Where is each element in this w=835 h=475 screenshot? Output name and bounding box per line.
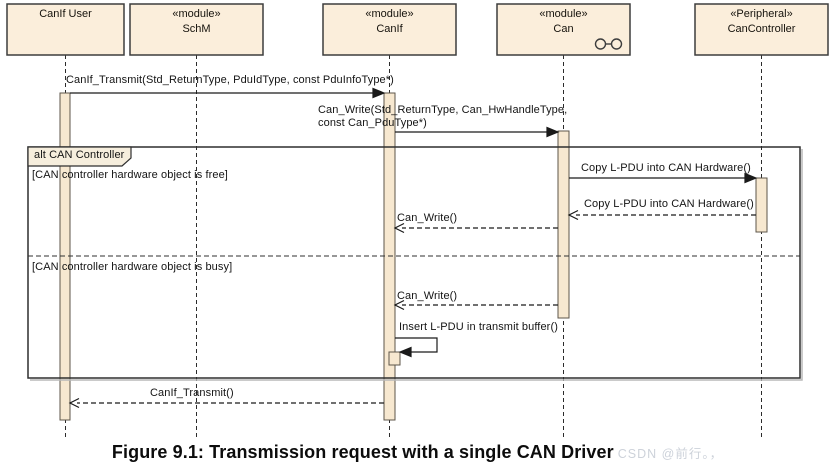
activation-cancontroller <box>755 177 768 233</box>
participant-box-cancontroller <box>694 3 829 56</box>
message-label-insert-lpdu: Insert L-PDU in transmit buffer() <box>399 321 558 333</box>
message-label-copy-lpdu-return: Copy L-PDU into CAN Hardware() <box>584 198 754 210</box>
message-label-can-write-line1: Can_Write(Std_ReturnType, Can_HwHandleTy… <box>318 104 568 116</box>
fragment-border <box>27 146 801 379</box>
interface-link-icon <box>594 38 623 50</box>
messages <box>68 87 758 409</box>
participant-label-canif-user: CanIf User <box>7 7 124 22</box>
participant-name: SchM <box>182 23 211 35</box>
participant-stereotype: «module» <box>365 8 414 20</box>
activation-canif-nested <box>388 351 401 366</box>
arrow-copy-lpdu-return <box>567 209 756 221</box>
message-label-can-write: Can_Write(Std_ReturnType, Can_HwHandleTy… <box>318 104 567 130</box>
participant-name: Can <box>553 23 574 35</box>
participant-label-cancontroller: «Peripheral» CanController <box>695 7 828 37</box>
fragment-shadow <box>30 149 803 381</box>
activation-can <box>557 130 570 319</box>
participant-box-canif <box>322 3 457 56</box>
arrow-can-write-return-free <box>393 222 558 234</box>
message-label-can-write-line2: const Can_PduType*) <box>318 117 427 129</box>
participant-name: CanController <box>727 23 796 35</box>
participant-box-can <box>496 3 631 56</box>
guard-free-label: [CAN controller hardware object is free] <box>32 169 228 181</box>
fragment-operator-label: alt CAN Controller <box>34 149 125 161</box>
message-label-canif-transmit: CanIf_Transmit(Std_ReturnType, PduIdType… <box>66 74 394 86</box>
participant-label-schm: «module» SchM <box>130 7 263 37</box>
participant-box-schm <box>129 3 264 56</box>
guard-busy-label: [CAN controller hardware object is busy] <box>32 261 233 273</box>
figure-caption-row: Figure 9.1: Transmission request with a … <box>0 442 835 463</box>
arrow-canif-transmit <box>70 87 386 99</box>
watermark: CSDN @前行。， <box>617 447 724 461</box>
participant-label-can: «module» Can <box>497 7 630 37</box>
arrow-copy-lpdu-call <box>569 172 758 184</box>
message-label-can-write-return-busy: Can_Write() <box>397 290 458 302</box>
fragment-operator-pentagon <box>27 146 132 167</box>
participant-stereotype: «module» <box>172 8 221 20</box>
participant-stereotype: «Peripheral» <box>730 8 793 20</box>
message-label-can-write-return-free: Can_Write() <box>397 212 458 224</box>
participant-name: CanIf User <box>39 8 92 20</box>
participant-boxes <box>6 3 829 56</box>
arrow-can-write-return-busy <box>393 299 558 311</box>
arrow-insert-lpdu-self <box>395 337 438 358</box>
participant-box-canif-user <box>6 3 125 56</box>
alt-fragment-frame <box>27 146 803 381</box>
participant-name: CanIf <box>376 23 403 35</box>
message-label-canif-transmit-return: CanIf_Transmit() <box>150 387 234 399</box>
participant-stereotype: «module» <box>539 8 588 20</box>
participant-label-canif: «module» CanIf <box>323 7 456 37</box>
arrow-canif-transmit-return <box>68 397 384 409</box>
arrow-can-write <box>395 126 560 138</box>
message-label-copy-lpdu-call: Copy L-PDU into CAN Hardware() <box>581 162 751 174</box>
figure-caption: Figure 9.1: Transmission request with a … <box>111 442 614 462</box>
